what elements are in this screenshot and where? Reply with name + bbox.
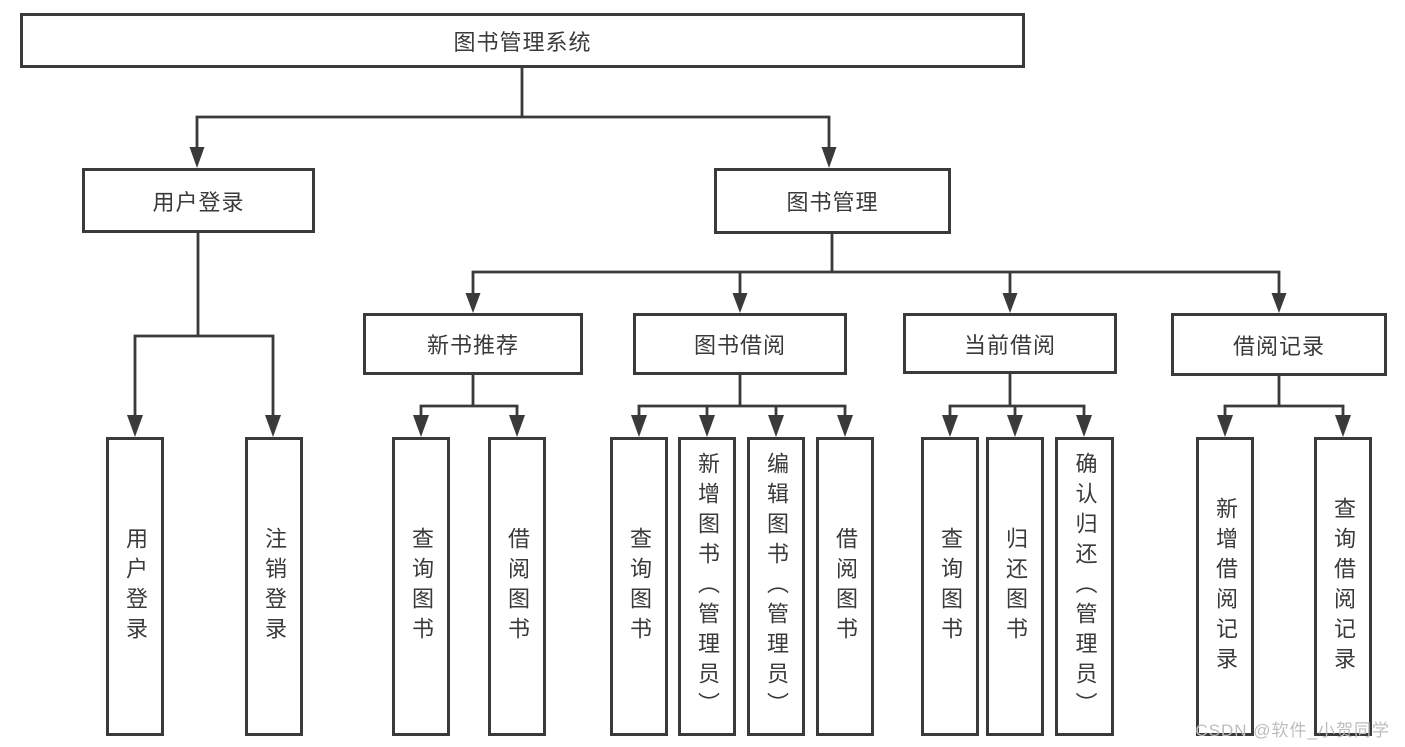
leaf-query-borrow-record: 查询借阅记录 xyxy=(1314,437,1372,736)
leaf-query-books-recommend-label: 查询图书 xyxy=(409,526,434,647)
node-current-borrowing: 当前借阅 xyxy=(903,313,1117,374)
node-borrowing-records-label: 借阅记录 xyxy=(1232,333,1325,359)
leaf-return-books: 归还图书 xyxy=(986,437,1044,736)
leaf-confirm-return-admin-label: 确认归还（管理员） xyxy=(1072,451,1098,722)
leaf-add-books-admin: 新增图书（管理员） xyxy=(678,437,736,736)
leaf-borrow-books-recommend-label: 借阅图书 xyxy=(505,526,530,647)
leaf-confirm-return-admin: 确认归还（管理员） xyxy=(1055,437,1114,736)
node-book-management-label: 图书管理 xyxy=(786,190,879,215)
leaf-logout-label: 注销登录 xyxy=(262,526,287,647)
leaf-user-login-label: 用户登录 xyxy=(123,526,148,647)
leaf-query-books-current: 查询图书 xyxy=(921,437,979,736)
leaf-logout: 注销登录 xyxy=(245,437,303,736)
leaf-return-books-label: 归还图书 xyxy=(1003,526,1028,647)
node-book-borrowing-label: 图书借阅 xyxy=(693,333,786,358)
leaf-borrow-books-borrowing-label: 借阅图书 xyxy=(833,526,858,647)
leaf-add-borrow-record-label: 新增借阅记录 xyxy=(1213,496,1238,677)
leaf-borrow-books-borrowing: 借阅图书 xyxy=(816,437,874,736)
leaf-query-books-borrowing-label: 查询图书 xyxy=(627,526,652,647)
leaf-query-borrow-record-label: 查询借阅记录 xyxy=(1331,496,1356,677)
leaf-edit-books-admin: 编辑图书（管理员） xyxy=(747,437,805,736)
leaf-add-borrow-record: 新增借阅记录 xyxy=(1196,437,1254,736)
node-borrowing-records: 借阅记录 xyxy=(1171,313,1387,376)
leaf-query-books-recommend: 查询图书 xyxy=(392,437,450,736)
node-library-management-system: 图书管理系统 xyxy=(20,13,1025,68)
node-library-management-system-label: 图书管理系统 xyxy=(453,29,592,55)
leaf-borrow-books-recommend: 借阅图书 xyxy=(488,437,546,736)
leaf-add-books-admin-label: 新增图书（管理员） xyxy=(695,451,720,722)
leaf-user-login: 用户登录 xyxy=(106,437,164,736)
node-book-management: 图书管理 xyxy=(714,168,951,234)
node-new-book-recommendation: 新书推荐 xyxy=(363,313,583,375)
node-new-book-recommendation-label: 新书推荐 xyxy=(426,333,519,358)
leaf-edit-books-admin-label: 编辑图书（管理员） xyxy=(764,451,789,722)
node-user-login-label: 用户登录 xyxy=(152,189,245,215)
node-current-borrowing-label: 当前借阅 xyxy=(963,332,1056,358)
csdn-watermark: CSDN @软件_小贺同学 xyxy=(1195,721,1390,740)
node-book-borrowing: 图书借阅 xyxy=(633,313,847,375)
leaf-query-books-current-label: 查询图书 xyxy=(938,526,963,647)
leaf-query-books-borrowing: 查询图书 xyxy=(610,437,668,736)
node-user-login: 用户登录 xyxy=(82,168,315,233)
